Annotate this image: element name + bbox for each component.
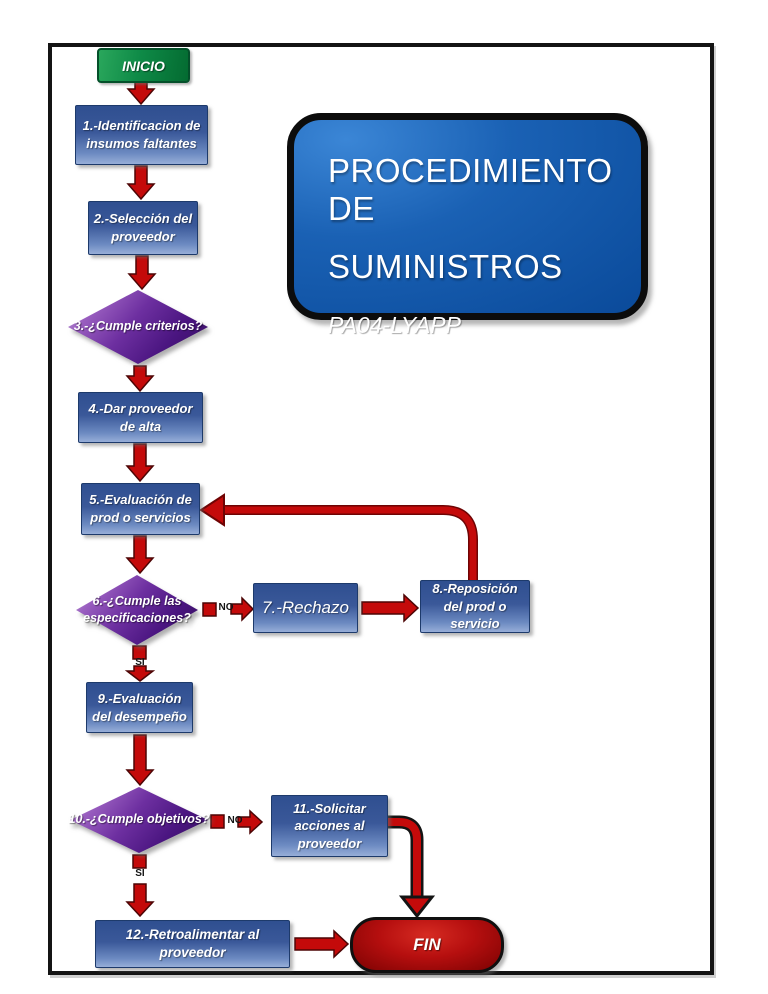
branch-label-si-6: SI xyxy=(135,657,145,668)
node-end: FIN xyxy=(350,917,504,973)
node-step-7-label: 7.-Rechazo xyxy=(262,597,349,617)
node-start: INICIO xyxy=(97,48,190,83)
node-decision-6: 6.-¿Cumple las especificaciones? xyxy=(76,575,198,645)
node-step-12: 12.-Retroalimentar al proveedor xyxy=(95,920,290,968)
node-step-2: 2.-Selección del proveedor xyxy=(88,201,198,255)
node-end-label: FIN xyxy=(413,935,441,954)
title-card: PROCEDIMIENTO DE SUMINISTROS PA04-LYAPP xyxy=(287,113,648,338)
node-step-1-label: 1.-Identificacion de insumos faltantes xyxy=(82,118,201,151)
title-line1: PROCEDIMIENTO DE xyxy=(328,152,613,227)
node-start-label: INICIO xyxy=(122,57,165,74)
node-decision-3: 3.-¿Cumple criterios? xyxy=(68,290,208,364)
node-step-1: 1.-Identificacion de insumos faltantes xyxy=(75,105,208,165)
node-step-5-label: 5.-Evaluación de prod o servicios xyxy=(89,492,192,525)
branch-label-no-6: NO xyxy=(218,602,234,613)
node-step-4-label: 4.-Dar proveedor de alta xyxy=(88,400,193,434)
title-line2: SUMINISTROS xyxy=(328,248,563,285)
node-step-8-label: 8.-Reposición del prod o servicio xyxy=(432,581,518,632)
title-code: PA04-LYAPP xyxy=(328,312,461,338)
node-decision-6-label: 6.-¿Cumple las especificaciones? xyxy=(83,593,191,626)
branch-label-si-10: SI xyxy=(135,868,145,879)
node-step-11: 11.-Solicitar acciones al proveedor xyxy=(271,795,388,857)
node-step-9: 9.-Evaluación del desempeño xyxy=(86,682,193,733)
node-step-12-label: 12.-Retroalimentar al proveedor xyxy=(125,926,260,960)
node-step-4: 4.-Dar proveedor de alta xyxy=(78,392,203,443)
node-step-7: 7.-Rechazo xyxy=(253,583,358,633)
node-step-5: 5.-Evaluación de prod o servicios xyxy=(81,483,200,535)
node-decision-3-label: 3.-¿Cumple criterios? xyxy=(73,319,203,334)
node-step-9-label: 9.-Evaluación del desempeño xyxy=(92,690,187,724)
node-step-2-label: 2.-Selección del proveedor xyxy=(93,211,193,244)
node-decision-10-label: 10.-¿Cumple objetivos? xyxy=(68,812,210,827)
node-decision-10: 10.-¿Cumple objetivos? xyxy=(69,787,210,853)
node-step-11-label: 11.-Solicitar acciones al proveedor xyxy=(293,800,366,851)
node-step-8: 8.-Reposición del prod o servicio xyxy=(420,580,530,633)
branch-label-no-10: NO xyxy=(227,815,243,826)
